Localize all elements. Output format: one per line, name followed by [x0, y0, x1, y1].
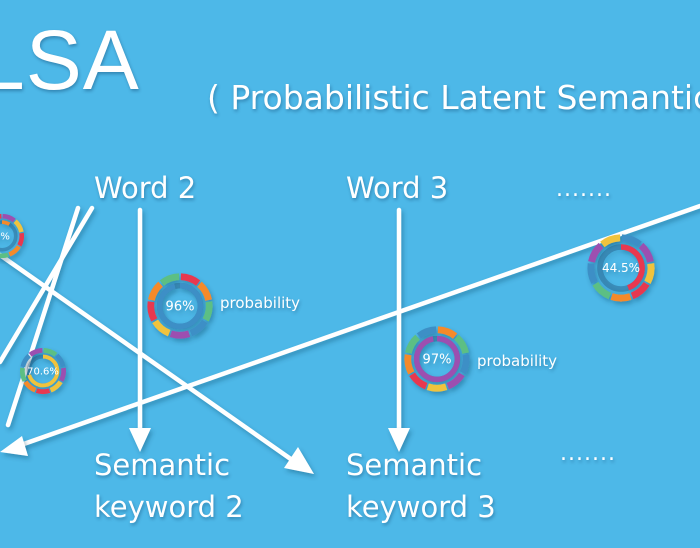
page-subtitle: ( Probabilistic Latent Semantic [207, 78, 700, 117]
donut-inner-value [156, 282, 204, 330]
donut-outer-segment [55, 353, 66, 368]
donut-outer-segment [600, 234, 621, 248]
connector-word2-down-left [5, 205, 81, 428]
donut-outer-segment [588, 242, 604, 263]
donut-outer-segment [148, 281, 163, 301]
donut-outer-segment [19, 367, 28, 382]
donut-outer-segment [159, 273, 180, 286]
probability-donut: 70.6% [19, 347, 67, 395]
donut-outer-segment [202, 301, 213, 322]
donut-outer-segment [180, 273, 201, 286]
arrowhead-semantic3-vertical [388, 428, 410, 452]
donut-outer-segment [43, 347, 58, 357]
donut-outer-segment [592, 281, 612, 300]
top-ellipsis: ....... [556, 177, 612, 202]
bottom-ellipsis: ....... [560, 441, 616, 466]
probability-donuts: 96% 97% 70.6% 44.5% 9% [0, 213, 655, 395]
donut-outer-segment [189, 319, 208, 337]
donut-inner-track [0, 220, 18, 252]
donut-outer-segment [169, 330, 191, 339]
semantic-3-line2: keyword 3 [346, 490, 496, 524]
donut-outer-segment [405, 334, 420, 354]
word-2-label: Word 2 [94, 171, 197, 205]
donut-outer-segment [638, 242, 654, 263]
donut-value-label: 96% [166, 300, 195, 315]
donut-outer-segment [426, 383, 448, 392]
donut-outer-segment [197, 281, 212, 301]
probability-donut: 9% [0, 213, 25, 259]
donut-outer-segment [8, 245, 21, 257]
donut-inner-value [27, 354, 60, 388]
donut-outer-segment [13, 219, 24, 233]
semantic-2-line2: keyword 2 [94, 490, 244, 524]
donut-outer-segment [2, 213, 16, 223]
donut-inner-value [1, 220, 11, 226]
donut-outer-segment [17, 232, 25, 247]
donut-outer-segment [610, 293, 632, 302]
probability-label-1: probability [220, 294, 301, 312]
semantic-2-line1: Semantic [94, 448, 231, 482]
donut-value-label: 44.5% [602, 261, 640, 275]
donut-outer-segment [28, 347, 43, 357]
arrowhead-semantic3-diagonal [284, 447, 314, 474]
donut-outer-segment [0, 213, 2, 219]
donut-outer-segment [152, 319, 171, 337]
donut-outer-segment [644, 263, 655, 284]
donut-outer-segment [0, 252, 9, 259]
donut-outer-segment [20, 353, 31, 368]
probability-label-2: probability [477, 352, 558, 370]
connector-left-to-semantic3 [0, 252, 298, 465]
semantic-3-line1: Semantic [346, 448, 483, 482]
donut-inner-value [620, 244, 645, 291]
donut-outer-segment [437, 326, 458, 339]
donut-outer-segment [416, 326, 437, 339]
donut-inner-value [413, 335, 461, 383]
donut-value-label: 70.6% [27, 367, 59, 378]
word-3-label: Word 3 [346, 171, 449, 205]
donut-outer-segment [49, 380, 63, 393]
donut-outer-segment [23, 380, 37, 393]
donut-value-label: 97% [423, 353, 452, 368]
donut-outer-segment [454, 334, 469, 354]
donut-outer-segment [630, 281, 650, 300]
donut-outer-segment [404, 354, 415, 375]
donut-outer-segment [35, 388, 51, 395]
donut-outer-segment [459, 354, 470, 375]
probability-donut: 97% [404, 326, 470, 392]
donut-outer-segment [587, 263, 598, 284]
probability-donut: 44.5% [587, 234, 655, 302]
probability-donut: 96% [147, 273, 213, 339]
donut-outer-segment [147, 301, 158, 322]
arrowhead-semantic2 [129, 428, 151, 452]
donut-value-label: 9% [0, 232, 10, 243]
connector-right-to-left [15, 203, 700, 449]
donut-outer-segment [58, 367, 67, 382]
donut-outer-segment [446, 372, 465, 390]
arrowhead-left [0, 436, 28, 456]
donut-outer-segment [621, 234, 642, 248]
donut-outer-segment [409, 372, 428, 390]
page-title: LSA [0, 13, 140, 107]
